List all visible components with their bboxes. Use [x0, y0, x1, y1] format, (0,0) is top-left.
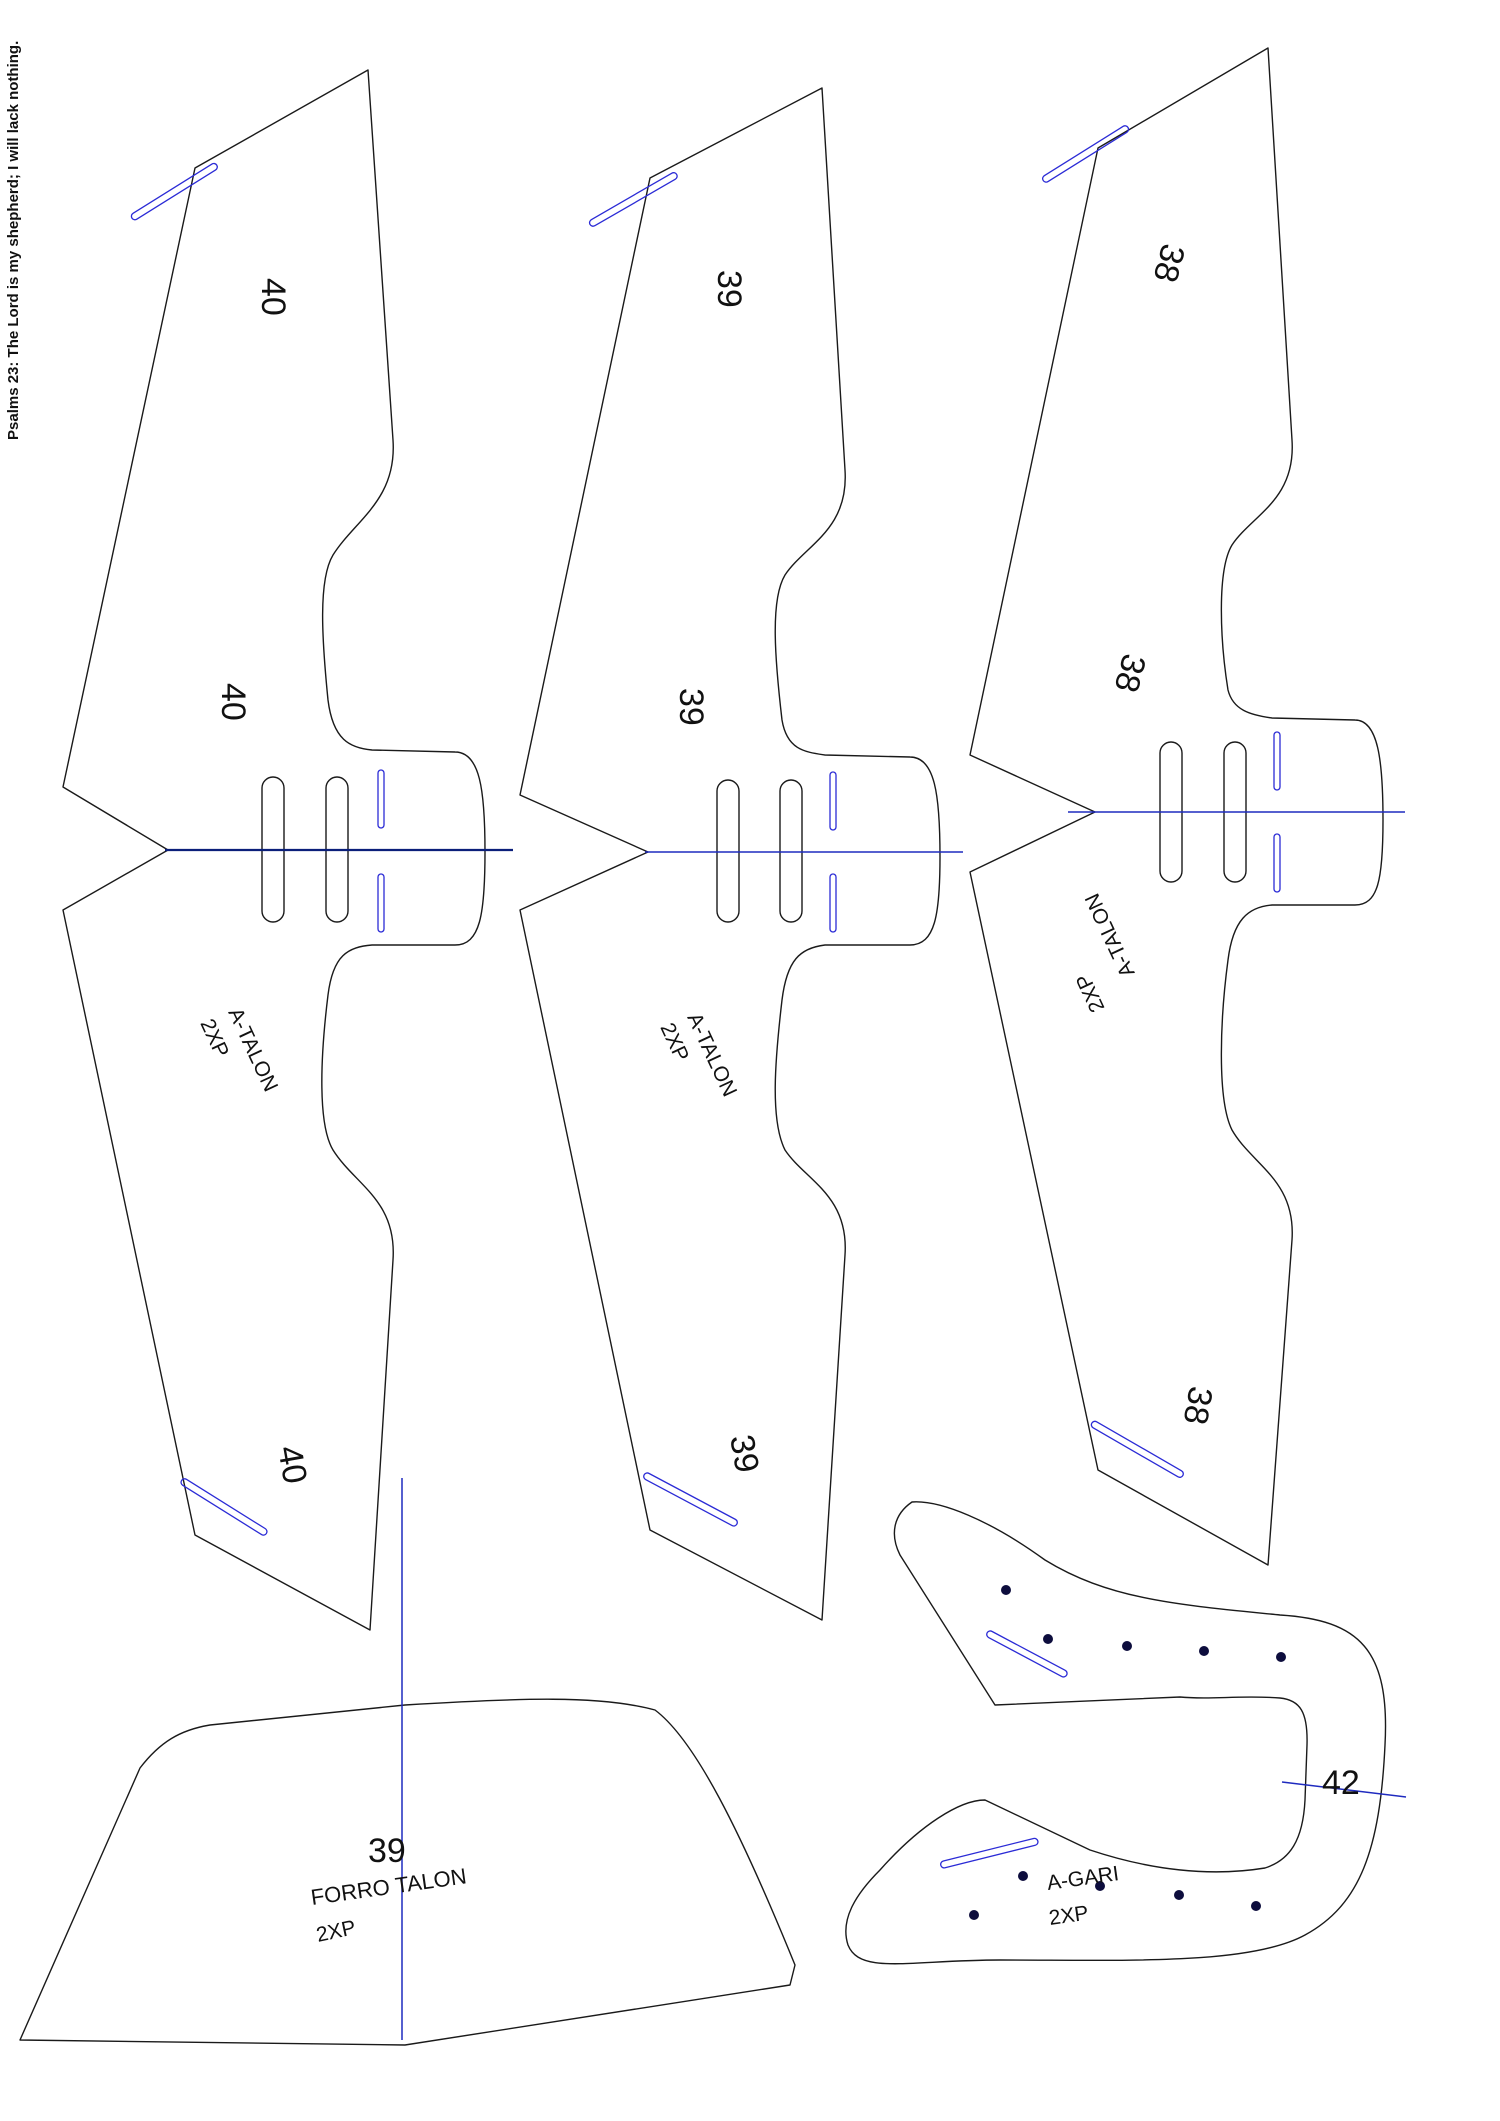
talon-39-notch-top [829, 771, 837, 831]
gari-dot [1095, 1881, 1105, 1891]
gari-dot [969, 1910, 979, 1920]
talon-39-slot-2 [779, 779, 803, 923]
gari-size: 42 [1322, 1764, 1360, 1802]
talon-38-outline [969, 47, 1384, 1566]
talon-38-name: A-TALON [1081, 890, 1140, 981]
talon-40-marker-bottom [180, 1478, 268, 1536]
talon-39-size-bottom: 39 [722, 1432, 766, 1476]
talon-piece-40: 40 40 40 A-TALON 2XP [62, 69, 513, 1631]
talon-40-notch-top [377, 769, 385, 829]
talon-39-notch-bottom [829, 873, 837, 933]
talon-38-marker-bottom [1090, 1420, 1184, 1478]
talon-38-size-bottom: 38 [1176, 1384, 1220, 1428]
talon-40-notch-bottom [377, 873, 385, 933]
forro-talon-piece: 39 FORRO TALON 2XP [19, 1478, 796, 2046]
gari-dot [1199, 1646, 1209, 1656]
talon-39-outline [519, 87, 941, 1621]
talon-38-size-top: 38 [1145, 240, 1191, 286]
talon-40-size-bottom: 40 [270, 1443, 314, 1487]
talon-40-size-top: 40 [254, 278, 292, 316]
talon-38-marker-top [1041, 125, 1130, 183]
gari-dot [1001, 1585, 1011, 1595]
talon-40-outline [62, 69, 486, 1631]
gari-marker-top [986, 1630, 1068, 1678]
gari-piece: 42 A-GARI 2XP [845, 1501, 1407, 1965]
gari-marker-bottom [940, 1837, 1039, 1869]
talon-39-marker-bottom [643, 1472, 738, 1527]
talon-38-notch-bottom [1273, 833, 1281, 893]
talon-38-size-mid: 38 [1106, 650, 1152, 696]
forro-talon-outline [19, 1698, 796, 2046]
gari-dot [1251, 1901, 1261, 1911]
talon-40-marker-top [130, 162, 218, 221]
talon-38-notch-top [1273, 731, 1281, 791]
talon-39-size-top: 39 [710, 270, 748, 308]
forro-talon-name: FORRO TALON [309, 1863, 468, 1910]
talon-40-size-mid: 40 [214, 683, 252, 721]
talon-39-marker-top [588, 172, 678, 227]
gari-qty: 2XP [1047, 1902, 1090, 1930]
gari-dot [1122, 1641, 1132, 1651]
talon-39-slot-1 [716, 779, 740, 923]
talon-piece-38: 38 38 38 A-TALON 2XP [969, 47, 1405, 1566]
gari-size-line [1281, 1781, 1407, 1798]
gari-dot [1276, 1652, 1286, 1662]
gari-dot [1018, 1871, 1028, 1881]
talon-39-size-mid: 39 [672, 688, 710, 726]
talon-38-qty: 2XP [1072, 970, 1110, 1016]
gari-dot [1043, 1634, 1053, 1644]
gari-outline [845, 1501, 1387, 1965]
gari-name: A-GARI [1045, 1862, 1120, 1895]
talon-piece-39: 39 39 39 A-TALON 2XP [519, 87, 963, 1621]
header-verse: Psalms 23: The Lord is my shepherd; I wi… [5, 41, 22, 440]
forro-talon-size: 39 [368, 1832, 406, 1870]
forro-talon-qty: 2XP [314, 1916, 358, 1947]
gari-dot [1174, 1890, 1184, 1900]
